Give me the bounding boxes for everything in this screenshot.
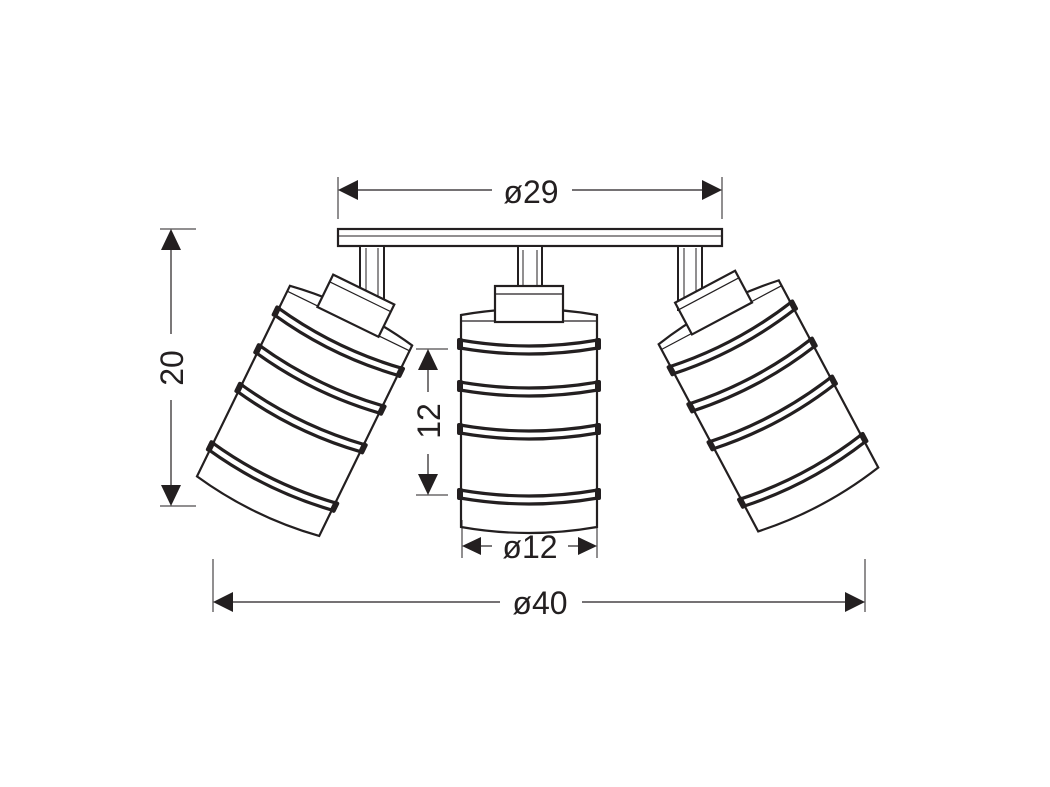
total-width-label: ø40	[512, 585, 567, 621]
dimension-shade-diameter: ø12	[461, 520, 598, 565]
dimension-total-height: 20	[154, 228, 196, 507]
right-lamp-shade	[639, 251, 887, 541]
shade-diameter-label: ø12	[502, 529, 557, 565]
ceiling-bar	[336, 227, 724, 248]
dimension-shade-height: 12	[411, 348, 448, 496]
left-lamp-shade	[189, 256, 431, 545]
dimension-bar-width: ø29	[337, 174, 723, 219]
shade-height-label: 12	[411, 403, 447, 439]
center-lamp-shade	[455, 284, 603, 535]
bar-width-label: ø29	[503, 174, 558, 210]
dimension-total-width: ø40	[212, 559, 866, 621]
total-height-label: 20	[154, 350, 190, 386]
